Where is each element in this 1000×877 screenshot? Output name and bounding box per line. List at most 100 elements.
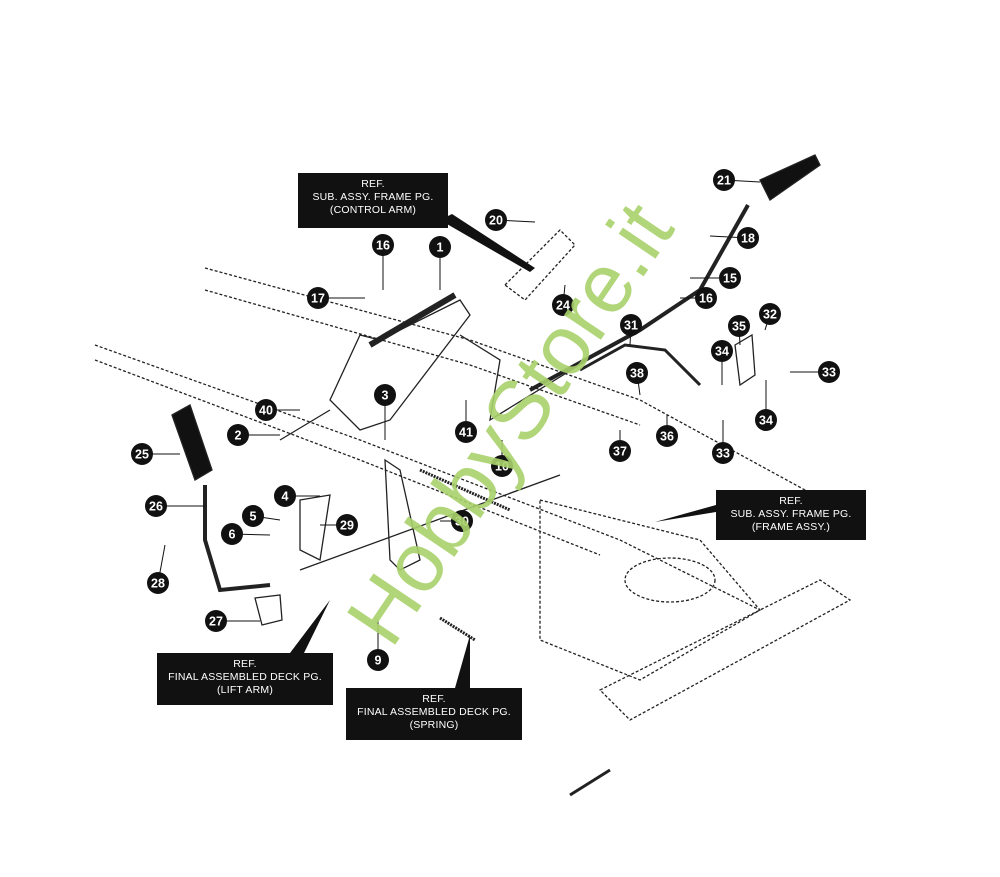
callout-number: 16 (376, 239, 390, 253)
callout-circle (818, 361, 840, 383)
callout-circle (656, 425, 678, 447)
ref-pointer (655, 505, 716, 522)
callout-circle (147, 572, 169, 594)
lever-26 (203, 485, 271, 593)
callout-2: 2 (227, 424, 249, 446)
callout-circle (711, 340, 733, 362)
callout-circle (131, 443, 153, 465)
callout-circle (455, 421, 477, 443)
shaft-2 (279, 409, 331, 441)
ref-pointer (440, 214, 535, 272)
callout-38: 38 (626, 362, 648, 384)
callout-number: 18 (741, 232, 755, 246)
front-axle (598, 579, 852, 721)
ref-line: REF. (233, 658, 257, 670)
callout-21: 21 (713, 169, 735, 191)
callout-number: 4 (282, 490, 289, 504)
callout-circle (307, 287, 329, 309)
frame-rail-upper-b (204, 289, 641, 426)
callout-circle (712, 442, 734, 464)
callout-circle (372, 234, 394, 256)
callout-number: 41 (459, 426, 473, 440)
ref-line: FINAL ASSEMBLED DECK PG. (357, 706, 511, 718)
spindle (569, 768, 611, 797)
callout-28: 28 (147, 572, 169, 594)
pivot-tube (368, 292, 457, 348)
plate-29 (299, 494, 331, 561)
callout-number: 10 (495, 460, 509, 474)
callout-3: 3 (374, 384, 396, 406)
callout-number: 40 (259, 404, 273, 418)
callout-circle (205, 610, 227, 632)
control-arm-plate (504, 229, 576, 301)
ref-line: SUB. ASSY. FRAME PG. (730, 508, 852, 520)
frame-plate (539, 499, 762, 681)
callout-circle (626, 362, 648, 384)
exploded-assembly-drawing (94, 154, 861, 797)
callout-5: 5 (242, 505, 264, 527)
frame-rail-lower-b (94, 359, 601, 556)
callout-number: 25 (135, 448, 149, 462)
handle-rod (529, 204, 750, 392)
ref-box-frame-assy: REF. SUB. ASSY. FRAME PG. (FRAME ASSY.) (716, 490, 866, 540)
reference-pointers (290, 214, 716, 688)
callout-circle (713, 169, 735, 191)
spring-lower (439, 616, 476, 642)
callout-circle (145, 495, 167, 517)
callout-circle (227, 424, 249, 446)
callout-17: 17 (307, 287, 329, 309)
callout-circle (552, 294, 574, 316)
callout-circle (485, 209, 507, 231)
ref-line: (SPRING) (409, 719, 459, 731)
callout-1: 1 (429, 236, 451, 258)
callout-9: 9 (367, 649, 389, 671)
link-31 (579, 343, 702, 387)
callout-circle (755, 409, 777, 431)
ref-box-control-arm: REF. SUB. ASSY. FRAME PG. (CONTROL ARM) (298, 173, 448, 228)
callout-number: 27 (209, 615, 223, 629)
ref-line: REF. (361, 178, 385, 190)
ref-pointer (290, 600, 330, 653)
ref-box-lift-arm: REF. FINAL ASSEMBLED DECK PG. (LIFT ARM) (157, 653, 333, 705)
callout-number: 34 (759, 414, 773, 428)
callout-30: 30 (451, 510, 473, 532)
bracket-35 (734, 333, 756, 387)
ref-box-spring: REF. FINAL ASSEMBLED DECK PG. (SPRING) (346, 688, 522, 740)
callout-number: 30 (455, 515, 469, 529)
callout-number: 31 (624, 319, 638, 333)
frame-rail-upper (204, 267, 861, 521)
callout-15: 15 (719, 267, 741, 289)
callout-36: 36 (656, 425, 678, 447)
control-rod (459, 334, 621, 422)
callout-number: 38 (630, 367, 644, 381)
ref-line: (CONTROL ARM) (329, 204, 417, 216)
callout-circle (255, 399, 277, 421)
callout-number: 6 (229, 528, 236, 542)
callout-circle (491, 455, 513, 477)
callout-33: 33 (818, 361, 840, 383)
callout-number: 2 (235, 429, 242, 443)
control-bracket (329, 299, 471, 431)
callout-6: 6 (221, 523, 243, 545)
callout-number: 34 (715, 345, 729, 359)
callout-25: 25 (131, 443, 153, 465)
callout-number: 33 (716, 447, 730, 461)
callout-34: 34 (711, 340, 733, 362)
callout-number: 24 (556, 299, 570, 313)
callout-33: 33 (712, 442, 734, 464)
callout-number: 1 (437, 241, 444, 255)
callout-26: 26 (145, 495, 167, 517)
ref-line: FINAL ASSEMBLED DECK PG. (168, 671, 322, 683)
ref-line: SUB. ASSY. FRAME PG. (312, 191, 434, 203)
callout-24: 24 (552, 294, 574, 316)
handle-grip-21 (759, 154, 821, 201)
callout-circle (728, 315, 750, 337)
callout-31: 31 (620, 314, 642, 336)
handle-grip-25 (171, 404, 213, 481)
callout-29: 29 (336, 514, 358, 536)
callout-circle (609, 440, 631, 462)
callout-34: 34 (755, 409, 777, 431)
callout-16: 16 (372, 234, 394, 256)
callout-number: 16 (699, 292, 713, 306)
